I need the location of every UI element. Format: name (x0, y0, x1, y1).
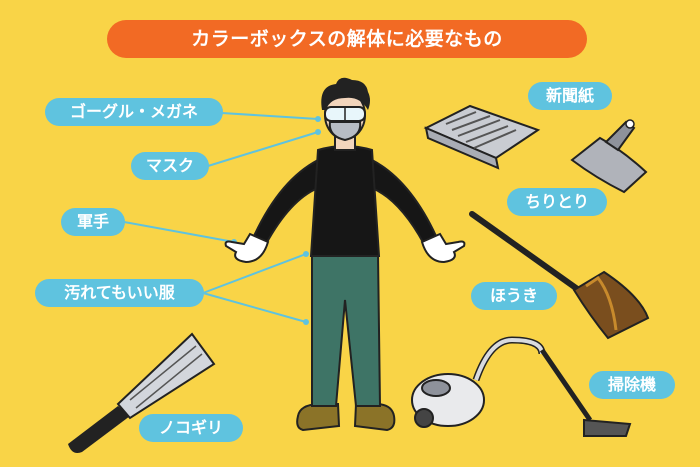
label-vacuum: 掃除機 (589, 371, 675, 399)
label-clothes: 汚れてもいい服 (35, 279, 204, 307)
label-goggles: ゴーグル・メガネ (45, 98, 223, 126)
label-mask: マスク (131, 152, 209, 180)
dustpan-illustration (570, 119, 648, 194)
connector-goggles (221, 112, 319, 120)
label-gloves: 軍手 (61, 208, 125, 236)
saw-illustration (68, 332, 216, 453)
label-newspaper: 新聞紙 (528, 82, 612, 110)
connector-mask (207, 131, 319, 167)
connector-lines (123, 112, 319, 323)
person-figure (224, 77, 466, 432)
label-saw: ノコギリ (139, 414, 243, 442)
title-pill (107, 20, 587, 58)
connector-clothes-upper (202, 253, 307, 294)
label-dustpan: ちりとり (507, 188, 607, 216)
vacuum-illustration (411, 336, 632, 437)
connector-gloves (123, 221, 235, 243)
broom-illustration (469, 211, 650, 340)
newspaper-illustration (423, 104, 541, 170)
connector-clothes-lower (202, 292, 307, 323)
label-broom: ほうき (471, 282, 557, 310)
page-title: カラーボックスの解体に必要なもの (191, 28, 503, 50)
